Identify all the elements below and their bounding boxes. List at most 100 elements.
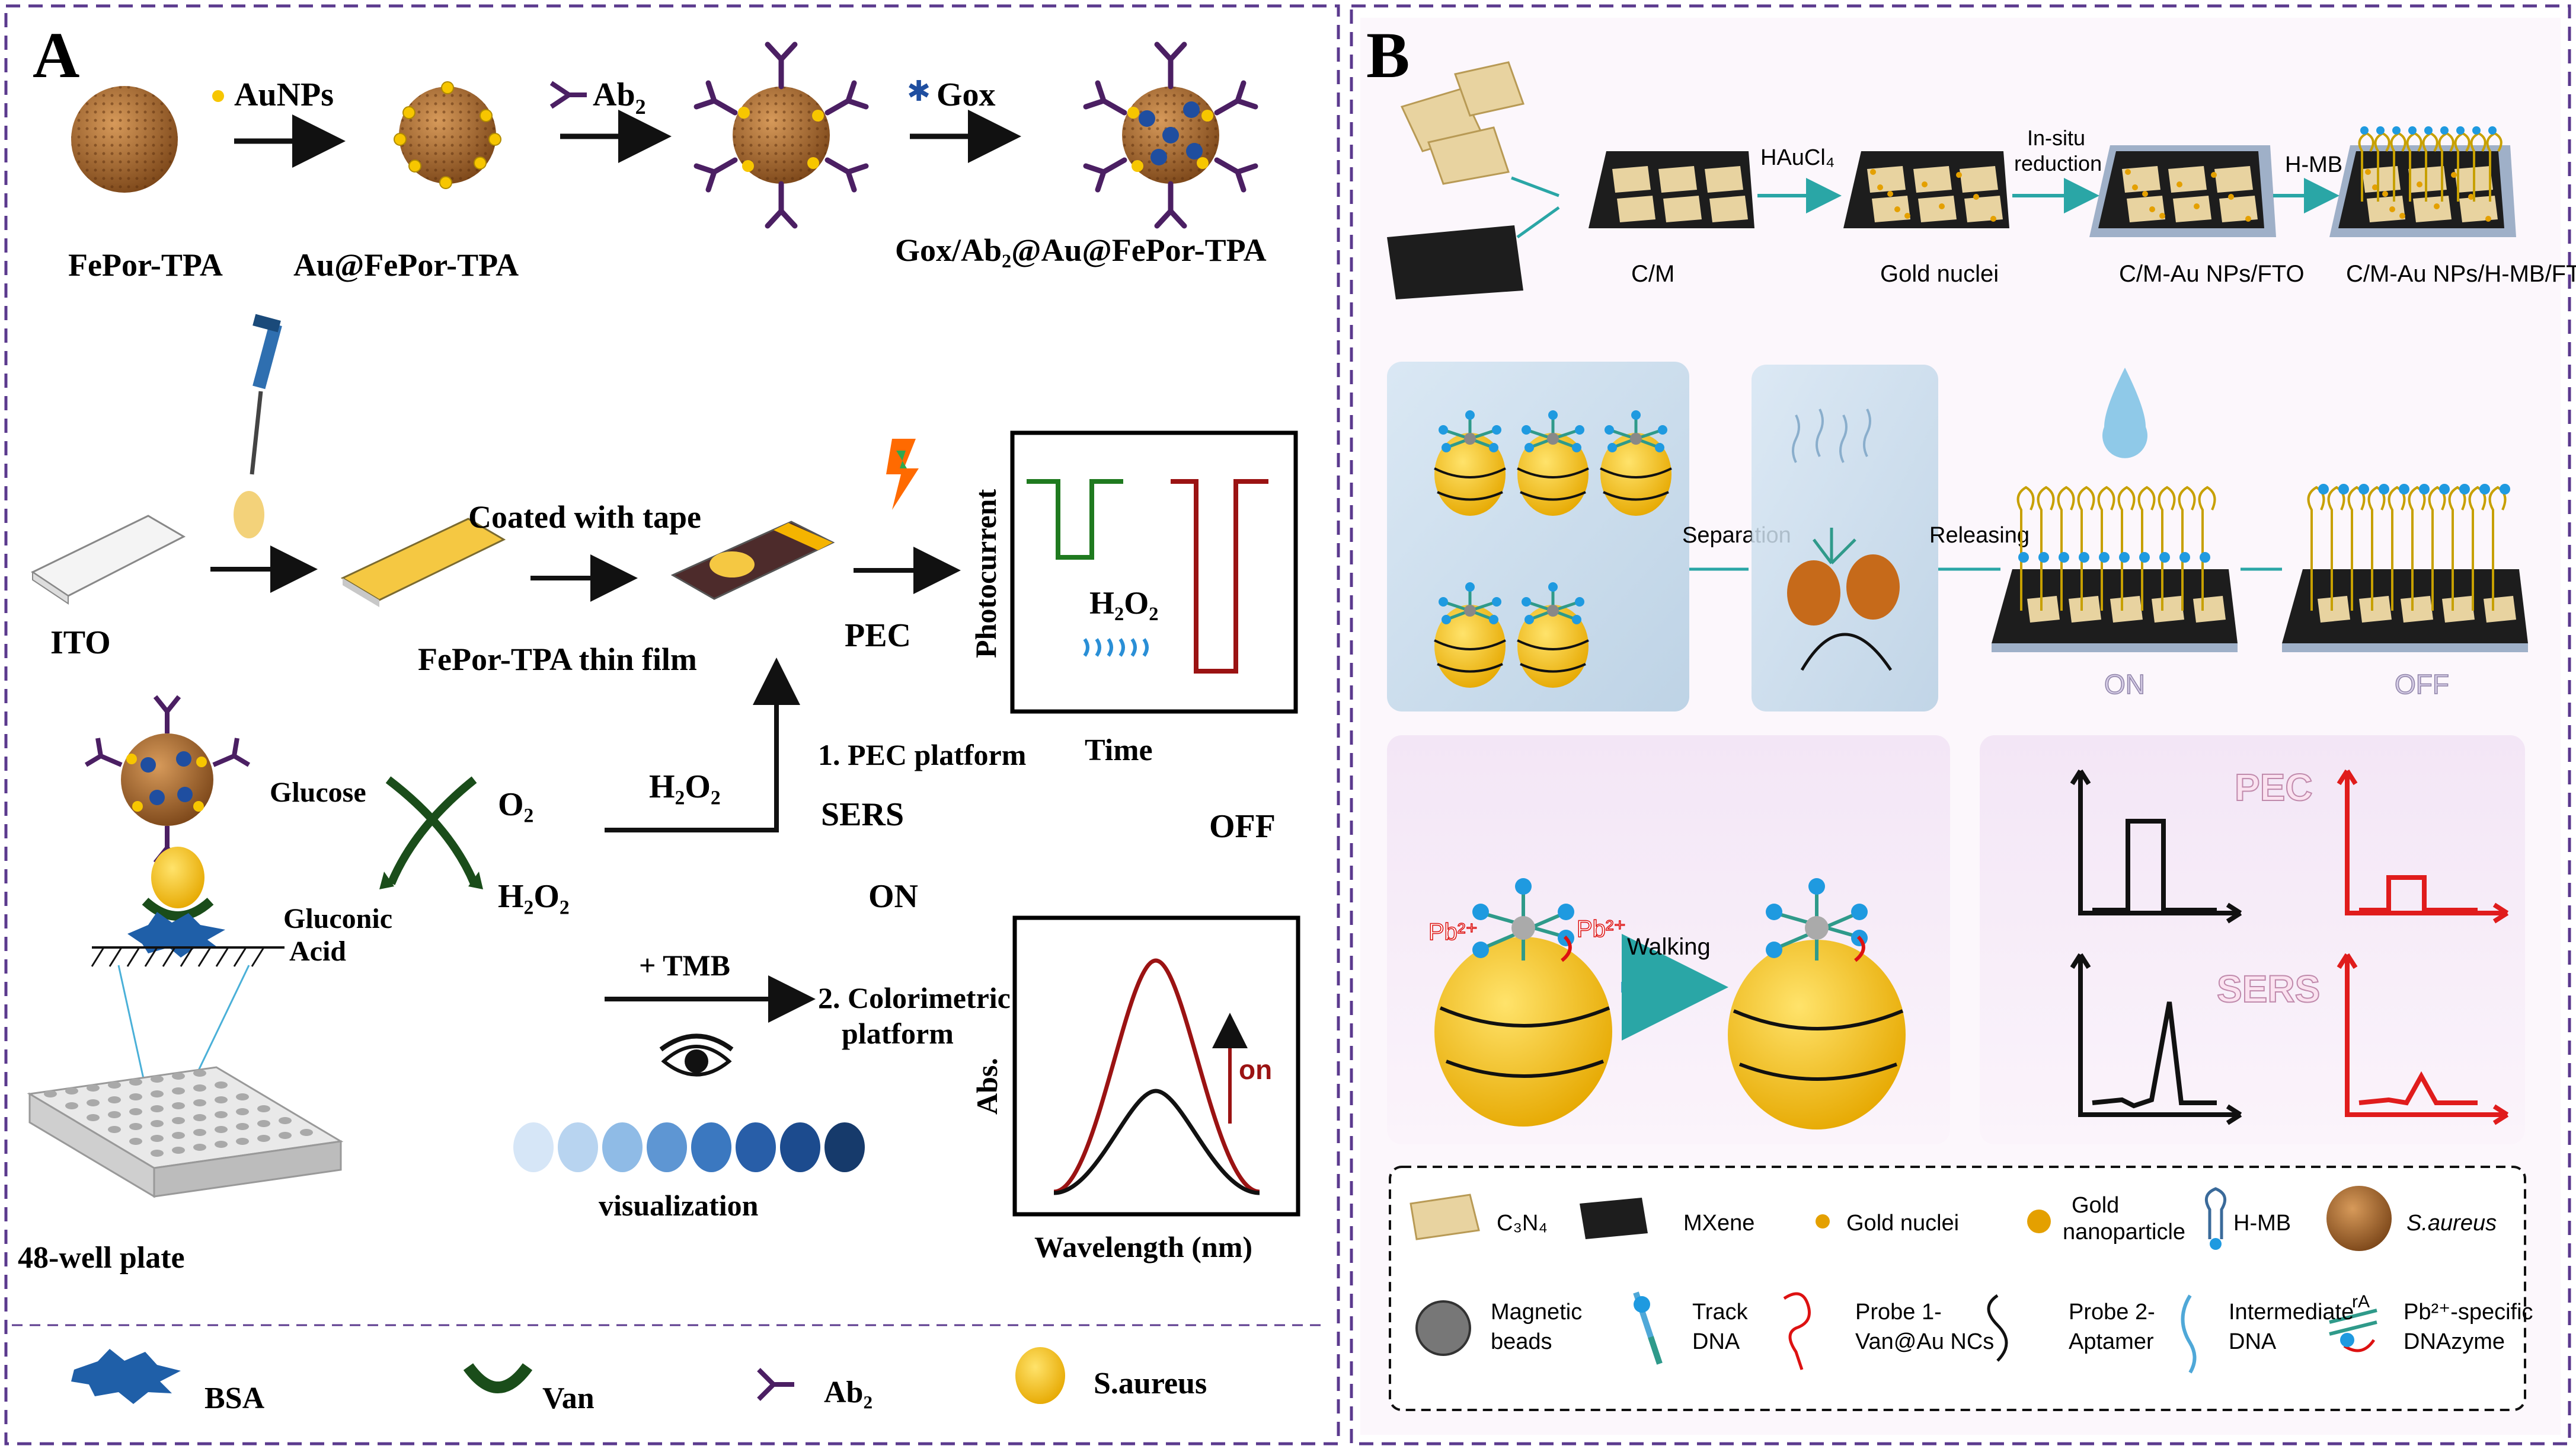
h2o2-arrow-icon <box>1083 638 1149 657</box>
well <box>215 1126 228 1133</box>
well <box>193 1099 206 1106</box>
label-releasing: Releasing <box>1929 523 2030 548</box>
legend-b-box <box>1389 1166 2526 1411</box>
probe2-icon <box>1987 1294 2008 1362</box>
particle-ab2-au-fepor <box>693 42 869 229</box>
legend-b-labels: C₃N₄ MXene Gold nuclei Gold nanoparticle… <box>1491 1193 2533 1354</box>
label-ito: ITO <box>50 624 111 661</box>
well <box>65 1087 78 1095</box>
well <box>151 1135 164 1142</box>
label-colorimetric-2: platform <box>842 1017 954 1050</box>
svg-text:Magnetic: Magnetic <box>1491 1300 1582 1325</box>
well <box>193 1129 206 1136</box>
svg-text:DNAzyme: DNAzyme <box>2404 1329 2505 1354</box>
well <box>279 1132 292 1139</box>
top-plate <box>2329 126 2516 237</box>
thin-film-slide <box>340 518 506 607</box>
bsa-icon <box>71 1349 181 1404</box>
particle-gox-ab2-au-fepor <box>1083 42 1258 229</box>
panel-a-letter: A <box>33 19 79 91</box>
abs-axis-label: Abs. <box>970 1058 1003 1115</box>
well <box>257 1120 270 1127</box>
caption-au-fepor: Au@FePor-TPA <box>293 247 519 283</box>
label-sers-b: SERS <box>2217 968 2320 1010</box>
well <box>108 1081 121 1089</box>
label-on-small: on <box>1239 1054 1272 1085</box>
svg-text:nanoparticle: nanoparticle <box>2063 1220 2185 1245</box>
svg-text:C₃N₄: C₃N₄ <box>1497 1211 1548 1236</box>
legend-ab2: Ab₂ <box>757 1368 872 1409</box>
svg-text:Gold: Gold <box>2072 1193 2119 1218</box>
well <box>236 1108 249 1115</box>
legend-bsa: BSA <box>71 1349 265 1415</box>
svg-text:BSA: BSA <box>204 1381 265 1415</box>
label-gold-nuclei: Gold nuclei <box>1880 261 1999 287</box>
well <box>108 1111 121 1118</box>
label-glucose: Glucose <box>270 777 366 808</box>
well <box>215 1141 228 1148</box>
track-dna-icon <box>1633 1291 1663 1365</box>
svg-text:Gold nuclei: Gold nuclei <box>1846 1211 1959 1236</box>
label-sers: SERS <box>821 796 904 833</box>
label-well-plate: 48-well plate <box>18 1241 185 1275</box>
label-coated: Coated with tape <box>468 499 701 535</box>
photocurrent-green-trace <box>1027 479 1123 560</box>
mxene-icon <box>1580 1198 1648 1239</box>
label-off: OFF <box>1209 808 1276 845</box>
label-pb-1: Pb²⁺ <box>1428 919 1478 945</box>
well <box>87 1099 100 1106</box>
well <box>257 1135 270 1142</box>
label-o2: O₂ <box>498 786 533 823</box>
panel-b: B C/M Gold nuclei C/M-Au NPs/FTO C/M-Au … <box>1350 4 2576 1446</box>
svg-text:H-MB: H-MB <box>2233 1211 2291 1236</box>
label-pb-2: Pb²⁺ <box>1577 916 1626 942</box>
caption-gox-ab2: Gox/Ab₂@Au@FePor-TPA <box>895 232 1267 268</box>
legend-saureus: S.aureus <box>1015 1347 1207 1404</box>
label-h2o2-arrow: H₂O₂ <box>649 768 721 805</box>
label-in-situ: In-situ <box>2027 126 2085 150</box>
saureus-probe <box>1434 410 1506 516</box>
label-pec-b: PEC <box>2235 766 2313 809</box>
svg-text:Pb²⁺-specific: Pb²⁺-specific <box>2404 1300 2533 1325</box>
well <box>300 1129 313 1136</box>
time-axis-label: Time <box>1085 733 1153 767</box>
taped-electrode <box>670 521 835 600</box>
well <box>172 1102 185 1109</box>
c3n4-icon <box>1410 1194 1480 1240</box>
label-tmb: + TMB <box>639 949 730 982</box>
svg-text:Van: Van <box>542 1381 595 1415</box>
color-swatch <box>558 1122 598 1172</box>
top-row-plates <box>1589 126 2516 237</box>
saureus-probe <box>1434 582 1506 688</box>
well <box>257 1105 270 1112</box>
particle-au-fepor <box>394 81 501 189</box>
label-pec-platform: 1. PEC platform <box>818 738 1026 771</box>
arrow-aunps: AuNPs <box>212 76 346 168</box>
color-swatch <box>736 1122 776 1172</box>
h2o2-to-pec-arrow <box>605 658 800 832</box>
color-swatch <box>691 1122 731 1172</box>
label-acid: Acid <box>289 936 346 967</box>
well <box>236 1138 249 1145</box>
well <box>172 1147 185 1154</box>
svg-text:Probe 2-: Probe 2- <box>2069 1300 2155 1325</box>
label-cm-au-hmb-fto: C/M-Au NPs/H-MB/FTO <box>2346 261 2576 287</box>
photocurrent-chart: H₂O₂ <box>1010 430 1298 714</box>
ito-slide <box>30 515 186 605</box>
eye-icon <box>659 1033 734 1077</box>
walking-saureus-1 <box>1434 878 1612 1127</box>
drop-icon <box>2102 368 2147 458</box>
gold-nuclei-icon <box>1816 1214 1830 1229</box>
svg-text:DNA: DNA <box>1692 1329 1740 1354</box>
saureus-probe <box>1600 410 1672 516</box>
well <box>151 1150 164 1157</box>
panel-a-border <box>4 4 1340 1446</box>
well <box>236 1123 249 1130</box>
label-hmb-arrow: H-MB <box>2285 152 2342 177</box>
svg-text:Van@Au NCs: Van@Au NCs <box>1855 1329 1994 1354</box>
gold-nanoparticle-icon <box>2027 1210 2051 1233</box>
well <box>215 1096 228 1103</box>
label-thin-film: FePor-TPA thin film <box>418 642 697 677</box>
on-off-plates <box>1992 484 2528 652</box>
